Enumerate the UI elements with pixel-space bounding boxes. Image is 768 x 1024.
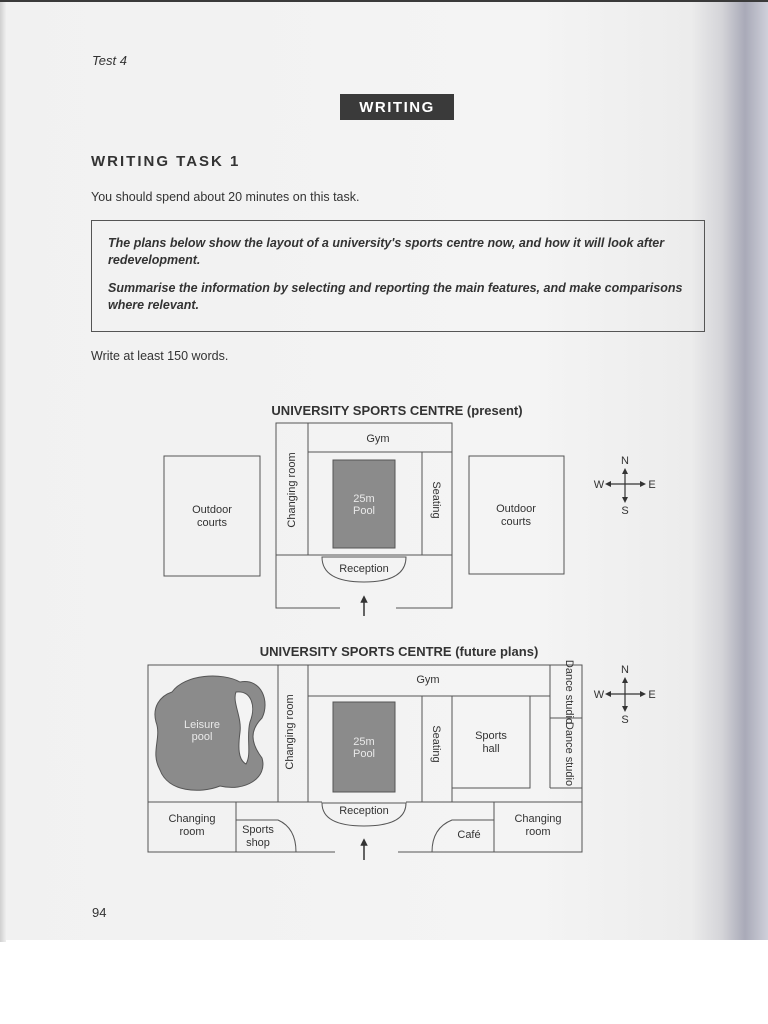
future-leisure-pool-label-1: Leisure xyxy=(184,719,220,731)
future-compass: N S W E xyxy=(594,664,656,726)
future-cafe-label: Café xyxy=(457,829,480,841)
future-cafe xyxy=(431,819,494,853)
present-pool-label-2: Pool xyxy=(353,505,375,517)
present-outdoor-west-label-2: courts xyxy=(197,517,227,529)
present-outdoor-east-label-2: courts xyxy=(501,516,531,528)
present-gym-label: Gym xyxy=(366,433,389,445)
future-compass-south: S xyxy=(621,714,628,726)
present-building-outline xyxy=(275,422,453,609)
task-prompt-box: The plans below show the layout of a uni… xyxy=(91,220,705,332)
future-reception xyxy=(321,802,407,827)
future-dance-studio-top-label: Dance studio xyxy=(563,660,575,724)
future-compass-north: N xyxy=(621,664,629,676)
present-compass-west: W xyxy=(594,479,605,491)
future-changing-room-label: Changing room xyxy=(284,694,296,769)
future-changing-room-west-label-2: room xyxy=(179,826,204,838)
present-reception-label: Reception xyxy=(339,563,389,575)
task-heading: WRITING TASK 1 xyxy=(91,153,241,170)
future-sports-shop-label-1: Sports xyxy=(242,824,274,836)
future-25m-pool xyxy=(332,701,396,793)
present-compass: N S W E xyxy=(594,455,656,517)
section-label: WRITING xyxy=(340,94,454,120)
floor-plans: UNIVERSITY SPORTS CENTRE (present) Outdo… xyxy=(147,403,656,860)
book-page: Test 4 WRITING WRITING TASK 1 You should… xyxy=(0,0,768,942)
present-compass-east: E xyxy=(648,479,655,491)
future-seating-label: Seating xyxy=(430,725,442,762)
present-outdoor-courts-west xyxy=(163,455,261,577)
future-plan-title: UNIVERSITY SPORTS CENTRE (future plans) xyxy=(260,644,539,659)
running-head: Test 4 xyxy=(92,53,127,68)
present-seating-label: Seating xyxy=(430,481,442,518)
future-compass-west: W xyxy=(594,689,605,701)
page-edge xyxy=(0,2,6,942)
future-changing-room-west-label-1: Changing xyxy=(168,813,215,825)
time-note: You should spend about 20 minutes on thi… xyxy=(91,190,360,204)
word-count-note: Write at least 150 words. xyxy=(91,349,229,363)
page-number: 94 xyxy=(92,905,107,920)
present-plan-title: UNIVERSITY SPORTS CENTRE (present) xyxy=(271,403,522,418)
future-pool-label-2: Pool xyxy=(353,748,375,760)
present-pool-label-1: 25m xyxy=(353,493,374,505)
prompt-paragraph-2: Summarise the information by selecting a… xyxy=(108,281,683,312)
present-compass-south: S xyxy=(621,505,628,517)
future-changing-room-east-label-1: Changing xyxy=(514,813,561,825)
prompt-paragraph-1: The plans below show the layout of a uni… xyxy=(108,236,665,267)
future-reception-label: Reception xyxy=(339,805,389,817)
present-25m-pool xyxy=(332,459,396,549)
present-changing-room-label: Changing room xyxy=(286,452,298,527)
present-reception xyxy=(321,556,407,583)
future-dance-studio-bottom-label: Dance studio xyxy=(563,722,575,786)
future-sports-hall xyxy=(451,695,531,789)
present-compass-north: N xyxy=(621,455,629,467)
future-leisure-pool-label-2: pool xyxy=(192,731,213,743)
present-outdoor-courts-east xyxy=(468,455,565,575)
future-sports-shop-label-2: shop xyxy=(246,837,270,849)
future-changing-room-east-label-2: room xyxy=(525,826,550,838)
future-leisure-pool-island xyxy=(234,691,254,765)
future-sports-hall-label-2: hall xyxy=(482,743,499,755)
future-sports-hall-label-1: Sports xyxy=(475,730,507,742)
future-building-outline xyxy=(147,664,583,853)
future-gym-label: Gym xyxy=(416,674,439,686)
present-outdoor-east-label-1: Outdoor xyxy=(496,503,536,515)
present-outdoor-west-label-1: Outdoor xyxy=(192,504,232,516)
future-sports-shop xyxy=(236,819,297,853)
future-compass-east: E xyxy=(648,689,655,701)
future-pool-label-1: 25m xyxy=(353,736,374,748)
present-plan: UNIVERSITY SPORTS CENTRE (present) Outdo… xyxy=(163,403,565,616)
future-plan: UNIVERSITY SPORTS CENTRE (future plans) … xyxy=(147,644,583,860)
